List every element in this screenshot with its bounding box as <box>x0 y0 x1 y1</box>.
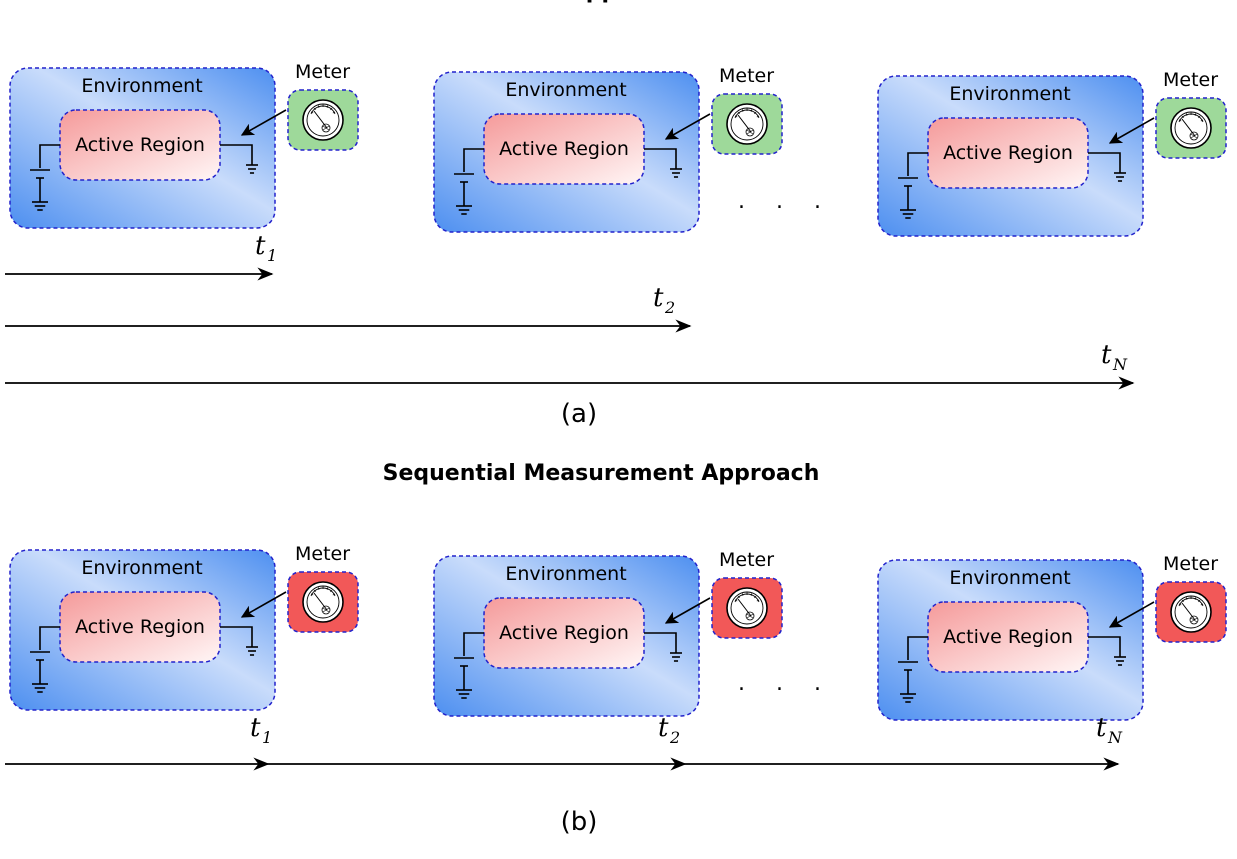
time-base: t <box>1096 713 1107 743</box>
environment-label: Environment <box>505 563 626 585</box>
active-region-label: Active Region <box>943 626 1073 648</box>
panel-caption: (b) <box>561 807 598 837</box>
gauge-icon <box>302 99 344 141</box>
active-region-label: Active Region <box>499 622 629 644</box>
left-wire <box>907 636 928 660</box>
ellipsis: . . . <box>738 189 833 214</box>
left-wire <box>39 144 60 168</box>
meter-arrow <box>664 113 711 140</box>
time-base: t <box>658 713 669 743</box>
meter-arrow <box>1108 117 1155 144</box>
active-region-label: Active Region <box>499 138 629 160</box>
meter: Meter <box>287 543 359 633</box>
right-wire <box>1088 636 1121 657</box>
panel-title: Sequential Measurement Approach <box>383 461 820 486</box>
time-base: t <box>255 231 266 261</box>
right-wire <box>220 144 253 165</box>
time-base: t <box>250 713 261 743</box>
right-wire <box>220 626 253 647</box>
time-base: t <box>1101 340 1112 370</box>
environment-label: Environment <box>949 567 1070 589</box>
panel-title: SSE Approach <box>515 0 686 4</box>
meter-label: Meter <box>719 549 774 571</box>
gauge-icon <box>1170 107 1212 149</box>
time-subscript: 2 <box>664 298 675 317</box>
gauge-icon <box>1170 591 1212 633</box>
meter: Meter <box>287 61 359 151</box>
gauge-icon <box>302 581 344 623</box>
left-wire <box>39 626 60 650</box>
active-region-label: Active Region <box>75 134 205 156</box>
meter-arrow <box>240 109 287 136</box>
meter-arrow <box>664 597 711 624</box>
left-wire <box>463 148 484 172</box>
meter-label: Meter <box>295 61 350 83</box>
environment-label: Environment <box>949 83 1070 105</box>
meter-label: Meter <box>1163 553 1218 575</box>
right-wire <box>644 148 677 169</box>
time-subscript: N <box>1112 355 1128 374</box>
environment-label: Environment <box>81 75 202 97</box>
meter-arrow <box>1108 601 1155 628</box>
active-region-label: Active Region <box>943 142 1073 164</box>
active-region-label: Active Region <box>75 616 205 638</box>
ellipsis: . . . <box>738 671 833 696</box>
time-base: t <box>653 283 664 313</box>
right-wire <box>644 632 677 653</box>
left-wire <box>907 152 928 176</box>
meter: Meter <box>711 65 783 155</box>
time-subscript: 2 <box>669 728 680 747</box>
meter-arrow <box>240 591 287 618</box>
environment-label: Environment <box>505 79 626 101</box>
panel-caption: (a) <box>561 399 597 429</box>
left-wire <box>463 632 484 656</box>
meter: Meter <box>1155 553 1227 643</box>
meter: Meter <box>1155 69 1227 159</box>
meter-label: Meter <box>719 65 774 87</box>
meter-label: Meter <box>295 543 350 565</box>
time-subscript: 1 <box>267 246 277 265</box>
meter: Meter <box>711 549 783 639</box>
gauge-icon <box>726 103 768 145</box>
time-subscript: N <box>1107 728 1123 747</box>
panel-b: Sequential Measurement ApproachEnvironme… <box>5 461 1227 837</box>
meter-label: Meter <box>1163 69 1218 91</box>
time-subscript: 1 <box>262 728 272 747</box>
environment-label: Environment <box>81 557 202 579</box>
gauge-icon <box>726 587 768 629</box>
right-wire <box>1088 152 1121 173</box>
